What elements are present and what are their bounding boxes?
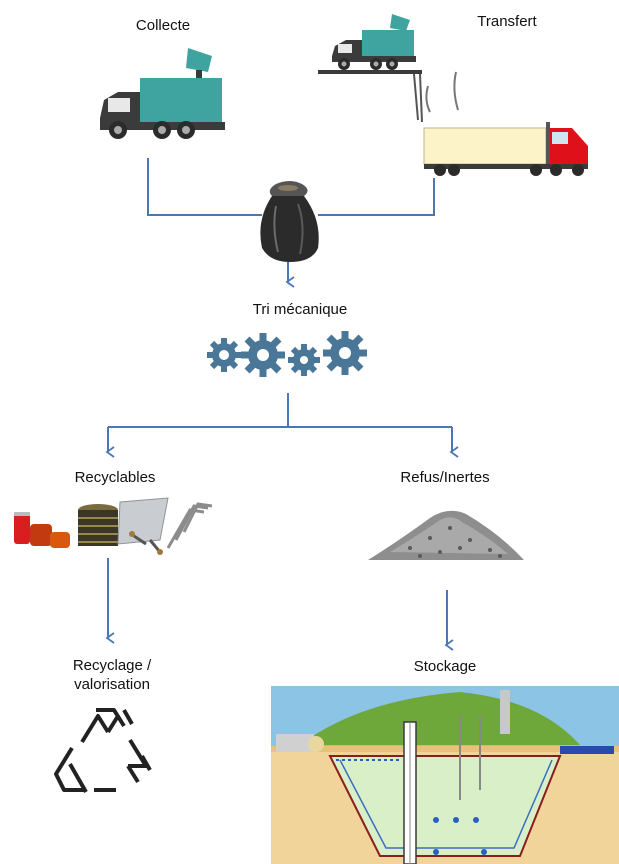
label-stockage: Stockage xyxy=(413,658,477,675)
label-tri-mecanique: Tri mécanique xyxy=(252,301,348,318)
gravel-pile-icon xyxy=(368,510,524,560)
semi-truck-icon xyxy=(423,122,588,176)
connector-collecte-to-bag xyxy=(147,158,262,216)
connectors xyxy=(105,158,459,651)
connector-tri-split xyxy=(108,393,452,428)
landfill-icon xyxy=(271,686,619,864)
gears-icon xyxy=(207,331,367,377)
garbage-truck-icon xyxy=(100,48,225,139)
label-collecte: Collecte xyxy=(135,17,191,34)
transfer-truck-icon xyxy=(318,14,459,123)
recyclables-icon xyxy=(14,497,213,555)
connector-transfert-to-bag xyxy=(318,178,435,216)
label-transfert: Transfert xyxy=(477,13,537,30)
recycle-icon xyxy=(54,708,152,793)
label-refus-inertes: Refus/Inertes xyxy=(400,469,490,486)
label-recyclage-line2: valorisation xyxy=(74,676,150,693)
label-recyclables: Recyclables xyxy=(74,469,156,486)
label-recyclage-line1: Recyclage / xyxy=(72,657,152,674)
trash-bag-icon xyxy=(260,181,319,262)
label-recyclage: Recyclage / valorisation xyxy=(42,656,182,694)
